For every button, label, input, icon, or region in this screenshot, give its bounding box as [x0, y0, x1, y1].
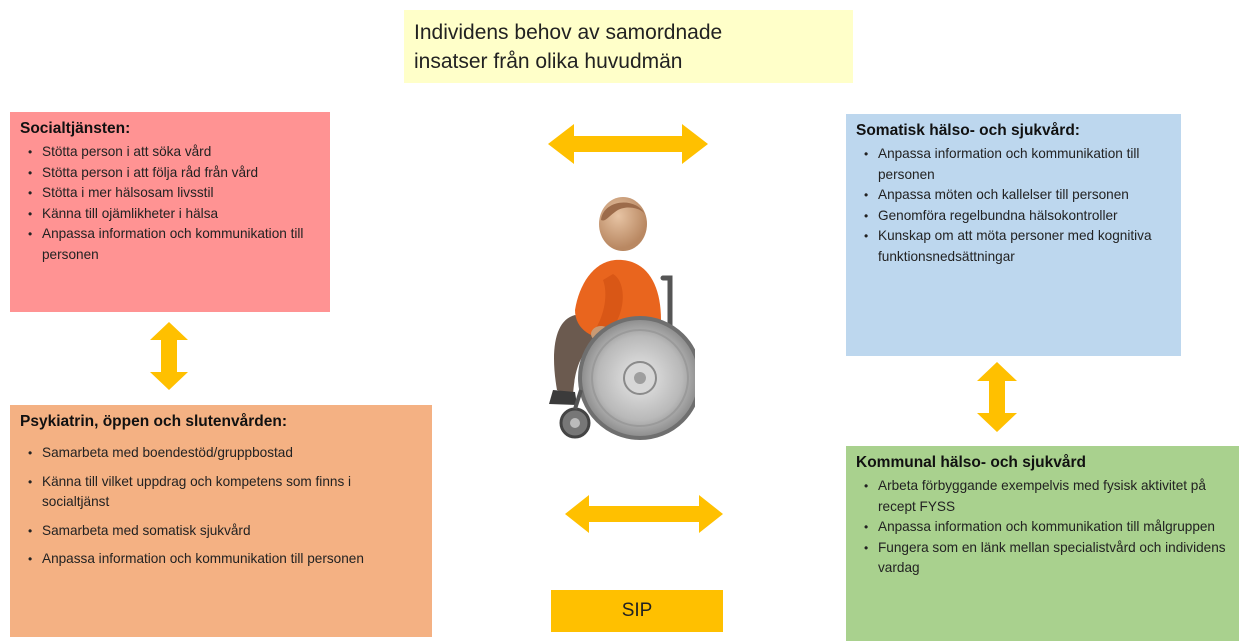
list-item: Anpassa information och kommunikation ti…	[856, 144, 1171, 185]
somatisk-box: Somatisk hälso- och sjukvård: Anpassa in…	[846, 114, 1181, 356]
list-item: Kunskap om att möta personer med kogniti…	[856, 226, 1171, 267]
list-item: Stötta i mer hälsosam livsstil	[20, 183, 320, 204]
double-arrow-icon	[150, 322, 188, 390]
sip-box: SIP	[551, 590, 723, 632]
psykiatrin-list: Samarbeta med boendestöd/gruppbostad Kän…	[20, 443, 422, 570]
list-item: Anpassa information och kommunikation ti…	[856, 517, 1229, 538]
list-item: Anpassa möten och kallelser till persone…	[856, 185, 1171, 206]
list-item: Genomföra regelbundna hälsokontroller	[856, 206, 1171, 227]
list-item: Samarbeta med somatisk sjukvård	[20, 521, 422, 542]
socialtjansten-heading: Socialtjänsten:	[20, 120, 131, 137]
list-item: Stötta person i att söka vård	[20, 142, 320, 163]
psykiatrin-box: Psykiatrin, öppen och slutenvården: Sama…	[10, 405, 432, 637]
kommunal-list: Arbeta förbyggande exempelvis med fysisk…	[856, 476, 1229, 579]
list-item: Anpassa information och kommunikation ti…	[20, 549, 422, 570]
list-item: Arbeta förbyggande exempelvis med fysisk…	[856, 476, 1229, 517]
double-arrow-icon	[548, 124, 708, 164]
list-item: Känna till vilket uppdrag och kompetens …	[20, 472, 422, 513]
socialtjansten-list: Stötta person i att söka vård Stötta per…	[20, 142, 320, 265]
wheelchair-person-icon	[549, 197, 695, 440]
somatisk-heading: Somatisk hälso- och sjukvård:	[856, 122, 1080, 139]
list-item: Fungera som en länk mellan specialistvår…	[856, 538, 1229, 579]
kommunal-heading: Kommunal hälso- och sjukvård	[856, 454, 1086, 471]
list-item: Anpassa information och kommunikation ti…	[20, 224, 320, 265]
kommunal-box: Kommunal hälso- och sjukvård Arbeta förb…	[846, 446, 1239, 641]
list-item: Stötta person i att följa råd från vård	[20, 163, 320, 184]
somatisk-list: Anpassa information och kommunikation ti…	[856, 144, 1171, 267]
list-item: Samarbeta med boendestöd/gruppbostad	[20, 443, 422, 464]
double-arrow-icon	[565, 495, 723, 533]
diagram-title: Individens behov av samordnade insatser …	[404, 10, 853, 83]
title-line-2: insatser från olika huvudmän	[414, 50, 683, 73]
socialtjansten-box: Socialtjänsten: Stötta person i att söka…	[10, 112, 330, 312]
double-arrow-icon	[977, 362, 1017, 432]
list-item: Känna till ojämlikheter i hälsa	[20, 204, 320, 225]
psykiatrin-heading: Psykiatrin, öppen och slutenvården:	[20, 413, 288, 430]
title-line-1: Individens behov av samordnade	[414, 21, 723, 44]
